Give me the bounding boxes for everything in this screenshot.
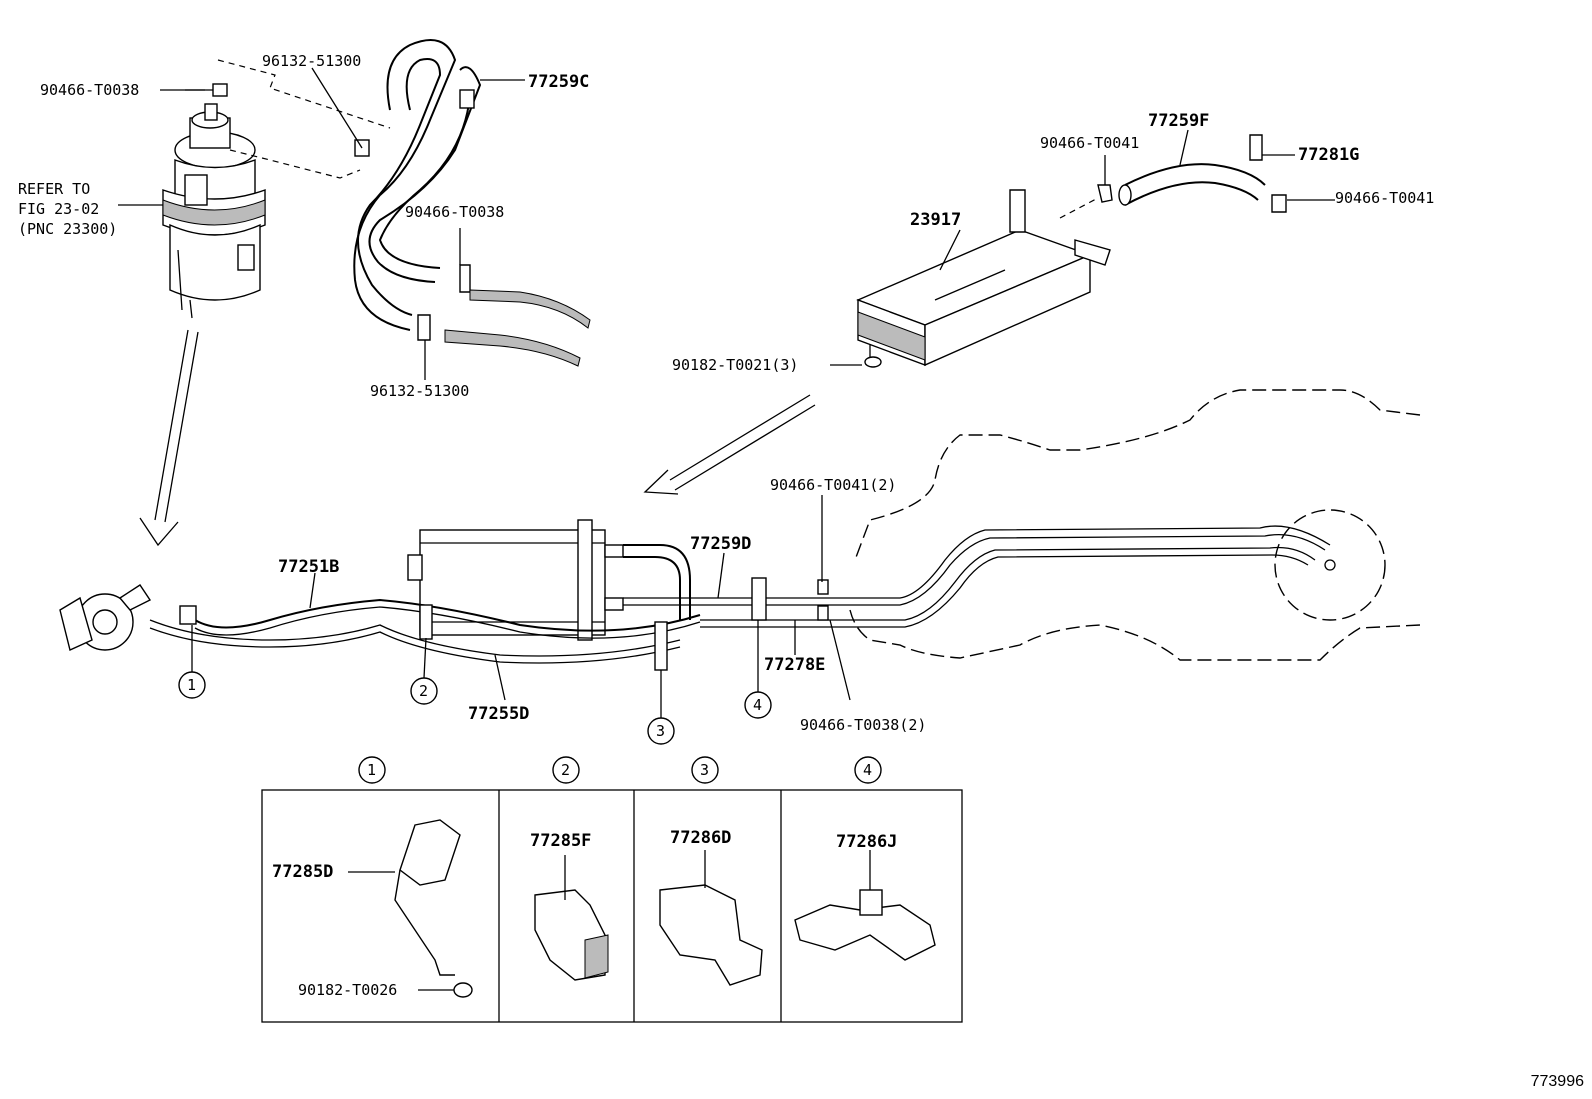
label-77285D: 77285D [272,862,333,882]
label-90466-T0038-top: 90466-T0038 [40,81,139,99]
callout-numbers: 1 2 3 4 1 2 3 4 [187,676,872,779]
callout-3 [647,717,675,745]
label-refer-pnc: (PNC 23300) [18,220,117,238]
detail-part-77286J [794,850,936,961]
detail-header-4: 4 [863,761,872,779]
label-refer-to: REFER TO [18,180,90,198]
callout-4-num: 4 [753,696,762,714]
hose-77259F [1059,134,1287,219]
label-77251B: 77251B [278,557,339,577]
detail-part-77285F [534,855,609,981]
leader-lines-top [118,67,525,380]
detail-table [261,756,963,1023]
arrow-canister-to-line [643,394,816,495]
callout-4 [744,691,772,719]
label-77259F: 77259F [1148,111,1209,131]
label-90466-T0041-top: 90466-T0041 [1040,134,1139,152]
label-77286J: 77286J [836,832,897,852]
label-96132-51300-top: 96132-51300 [262,52,361,70]
document-id: 773996 [1530,1073,1584,1090]
label-refer-fig: FIG 23-02 [18,200,99,218]
label-90466-T0038-2: 90466-T0038(2) [800,716,926,734]
label-77259C: 77259C [528,72,589,92]
detail-header-2: 2 [561,761,570,779]
callout-1 [178,671,206,699]
detail-part-77285D [348,819,473,998]
label-77278E: 77278E [764,655,825,675]
label-77259D: 77259D [690,534,751,554]
callout-2 [410,677,438,705]
fuel-pump-assembly [162,83,266,319]
line-assembly [59,519,1331,671]
label-23917: 23917 [910,210,961,230]
detail-part-77286D [659,850,763,986]
leader-lines-main [191,495,851,718]
part-labels: 90466-T0038 96132-51300 77259C REFER TO … [18,52,1434,999]
label-77255D: 77255D [468,704,529,724]
detail-header-1: 1 [367,761,376,779]
leader-lines-right-top [830,129,1335,366]
label-90182-T0026: 90182-T0026 [298,981,397,999]
vehicle-body-outline [849,389,1421,661]
label-90466-T0038-mid: 90466-T0038 [405,203,504,221]
label-96132-51300-mid: 96132-51300 [370,382,469,400]
label-77285F: 77285F [530,831,591,851]
arrow-pump-to-line [139,329,199,547]
canister-23917 [856,189,1111,368]
label-90466-T0041-right: 90466-T0041 [1335,189,1434,207]
callout-1-num: 1 [187,676,196,694]
label-77286D: 77286D [670,828,731,848]
detail-header-3: 3 [700,761,709,779]
callout-3-num: 3 [656,722,665,740]
callouts-main [178,671,772,745]
label-77281G: 77281G [1298,145,1359,165]
label-90466-T0041-2: 90466-T0041(2) [770,476,896,494]
callout-2-num: 2 [419,682,428,700]
label-90182-T0021: 90182-T0021(3) [672,356,798,374]
